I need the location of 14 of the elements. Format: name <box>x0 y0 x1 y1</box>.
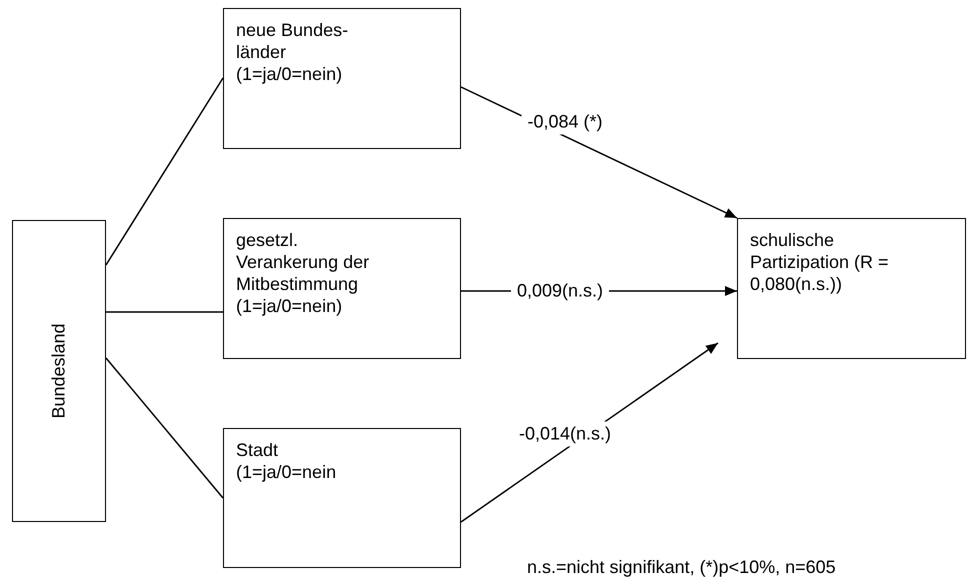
connector-line <box>105 358 224 498</box>
node-label: Stadt (1=ja/0=nein <box>236 439 338 483</box>
variable-box <box>223 8 461 149</box>
node-label: gesetzl. Verankerung der Mitbestimmung (1=ja/0=nein) <box>236 229 370 317</box>
node-label: neue Bundes- länder (1=ja/0=nein) <box>236 19 350 85</box>
variable-box <box>223 218 461 359</box>
variable-box <box>737 218 966 359</box>
node-label: Bundesland <box>48 323 70 419</box>
variable-box <box>223 428 461 568</box>
footnote: n.s.=nicht signifikant, (*)p<10%, n=605 <box>527 557 836 578</box>
variable-box <box>12 220 106 522</box>
connector-line <box>105 78 224 266</box>
connector-line <box>106 311 223 313</box>
node-label: schulische Partizipation (R = 0,080(n.s.)) <box>750 229 890 295</box>
